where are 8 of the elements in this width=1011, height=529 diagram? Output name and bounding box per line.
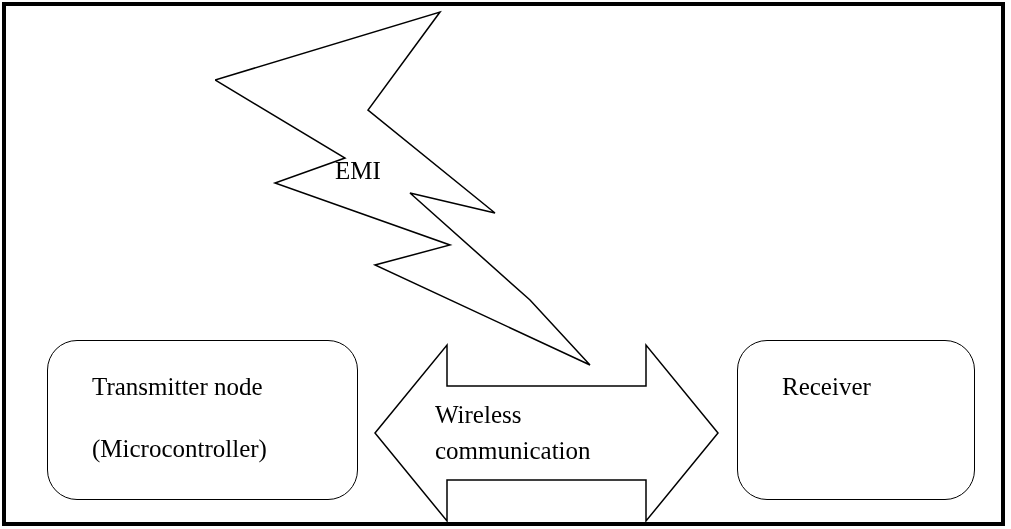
bolt-label: EMI bbox=[335, 156, 381, 186]
rounded-box bbox=[47, 340, 358, 500]
rounded-box bbox=[737, 340, 975, 500]
node-label: Transmitter node bbox=[92, 372, 264, 402]
double-block-arrow bbox=[374, 342, 719, 524]
edge-label: Wireless communication bbox=[435, 400, 592, 466]
node-label: Receiver bbox=[782, 372, 872, 402]
node-label: (Microcontroller) bbox=[92, 434, 268, 465]
